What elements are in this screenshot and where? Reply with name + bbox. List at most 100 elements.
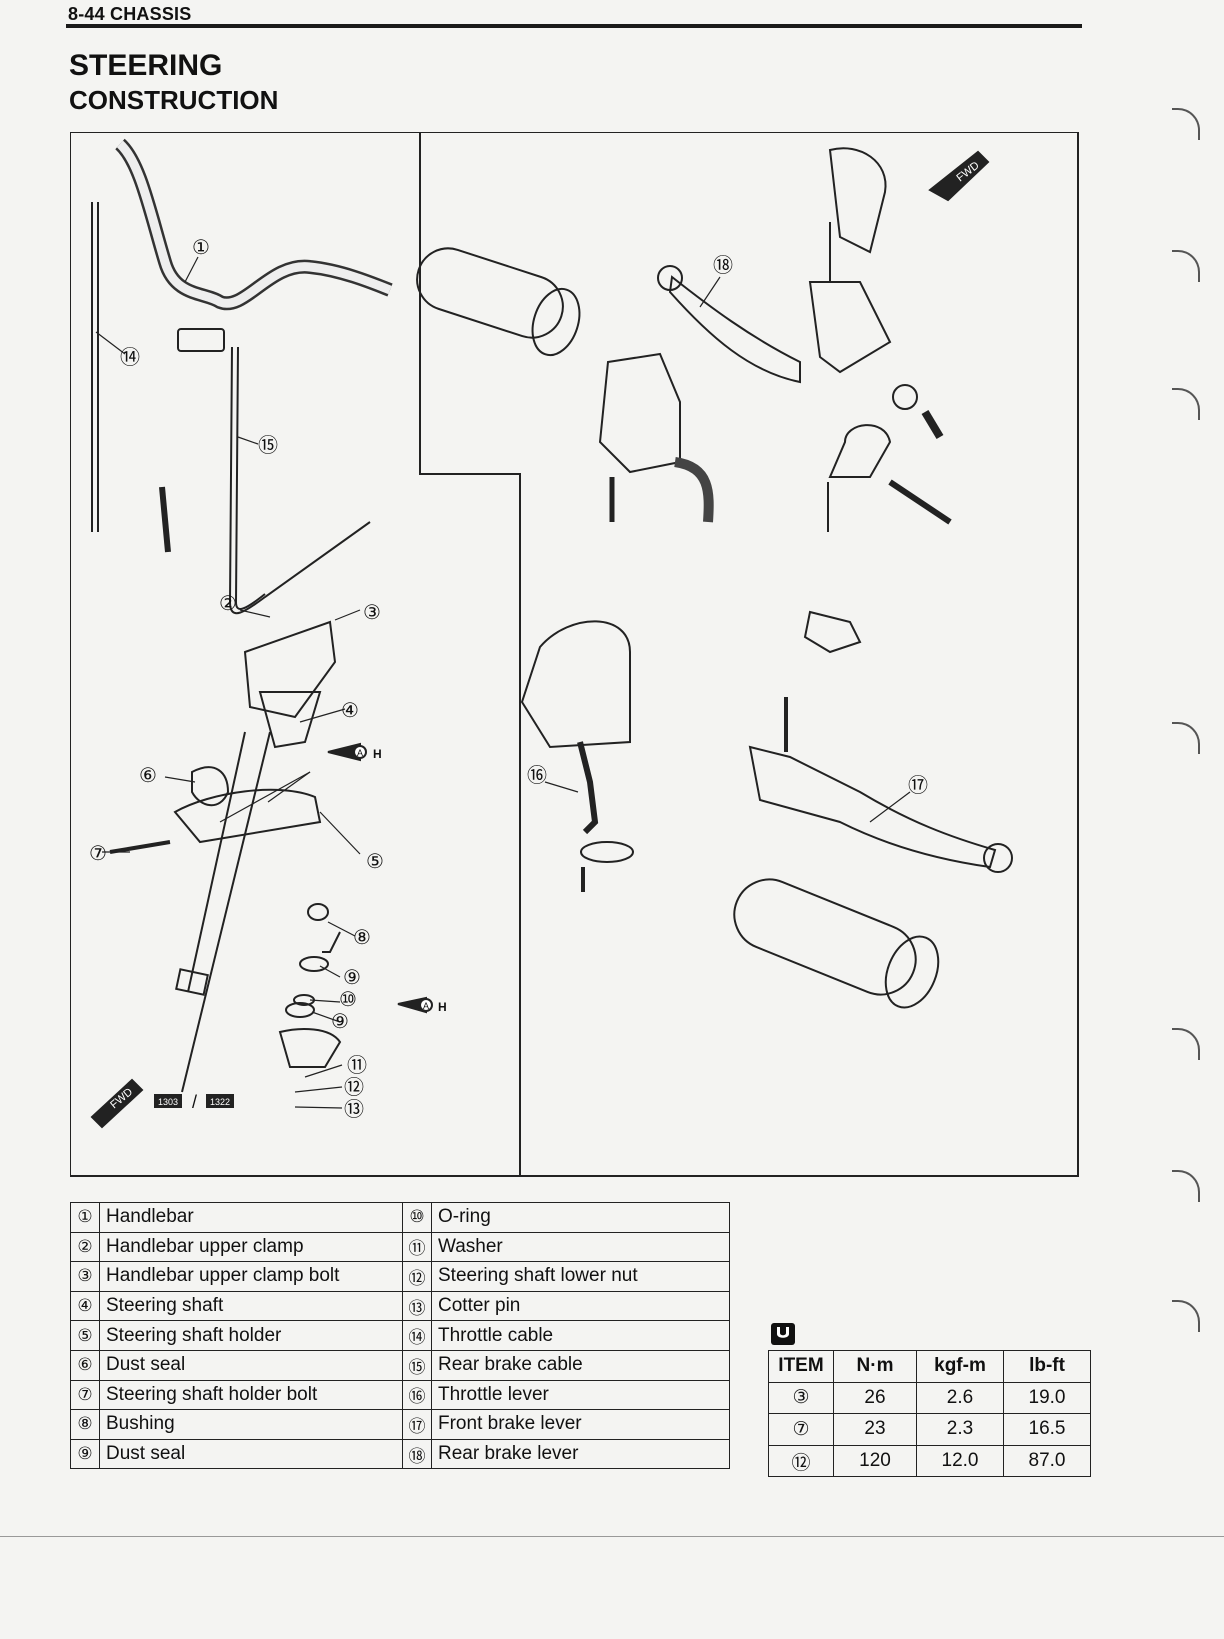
code-separator: / xyxy=(192,1092,197,1112)
part-name: Washer xyxy=(431,1231,730,1263)
part-name: Steering shaft holder bolt xyxy=(99,1379,403,1411)
callout-13: ⑬ xyxy=(344,1098,364,1121)
fwd-arrow-bottom-icon: FWD xyxy=(90,1078,144,1129)
callout-5: ⑤ xyxy=(366,851,384,873)
diagram-divider xyxy=(419,132,521,1176)
code-1303: 1303 xyxy=(158,1097,178,1107)
diagram-frame xyxy=(70,132,1079,1177)
part-number: ⑫ xyxy=(402,1261,432,1292)
grease-symbol-upper-icon: A H xyxy=(327,742,382,762)
front-brake-lever-shape xyxy=(748,745,997,869)
part-number: ⑤ xyxy=(70,1320,100,1351)
part-number: ⑰ xyxy=(402,1409,432,1440)
callout-9a: ⑨ xyxy=(343,967,361,989)
part-number: ④ xyxy=(70,1290,100,1322)
binder-tab xyxy=(1172,1028,1200,1060)
callout-10: ⑩ xyxy=(339,989,357,1011)
torque-kgfm: 2.3 xyxy=(916,1413,1004,1446)
code-1322: 1322 xyxy=(210,1097,230,1107)
part-number: ⑨ xyxy=(70,1438,100,1470)
binder-tab xyxy=(1172,250,1200,282)
part-name: Handlebar upper clamp bolt xyxy=(99,1261,403,1292)
part-number: ⑬ xyxy=(402,1290,432,1322)
left-grip-shape xyxy=(733,878,940,1009)
part-name: Throttle cable xyxy=(431,1320,730,1351)
part-name: Handlebar upper clamp xyxy=(99,1231,403,1263)
part-name: Steering shaft holder xyxy=(99,1320,403,1351)
callout-3: ③ xyxy=(363,602,381,624)
torque-kgfm: 12.0 xyxy=(916,1444,1004,1478)
callout-8: ⑧ xyxy=(353,927,371,949)
part-number: ⑧ xyxy=(70,1409,100,1440)
steering-exploded-diagram: ① ⑭ ⑮ ② ③ ④ ⑥ ⑦ ⑤ ⑧ ⑨ ⑩ ⑨ ⑪ ⑫ ⑬ ⑯ ⑰ ⑱ FW… xyxy=(70,132,1079,1177)
callout-18: ⑱ xyxy=(713,254,733,277)
cable-tie-shape xyxy=(159,486,171,553)
part-number: ⑱ xyxy=(402,1438,432,1470)
callout-14: ⑭ xyxy=(120,346,140,369)
callout-4: ④ xyxy=(341,700,359,722)
callout-11: ⑪ xyxy=(347,1054,367,1077)
grease-label-lower: A xyxy=(423,1001,429,1011)
callout-6: ⑥ xyxy=(139,765,157,787)
holder-bolt-shape xyxy=(109,840,171,854)
rear-brake-lever-shape xyxy=(668,275,801,384)
torque-kgfm: 2.6 xyxy=(916,1381,1004,1415)
grease-symbol-lower-icon: A H xyxy=(397,996,447,1014)
lower-holder-shape xyxy=(278,1028,342,1068)
fwd-arrow-top-icon: FWD xyxy=(928,150,990,202)
part-name: Dust seal xyxy=(99,1349,403,1381)
part-number: ① xyxy=(70,1202,100,1233)
steering-shaft-holder-shape xyxy=(173,788,322,844)
torque-header-kgfm: kgf-m xyxy=(916,1350,1004,1383)
callout-16: ⑯ xyxy=(527,764,547,787)
callout-7: ⑦ xyxy=(89,843,107,865)
section-subtitle: CONSTRUCTION xyxy=(69,85,279,115)
torque-nm: 120 xyxy=(833,1444,917,1478)
binder-tab xyxy=(1172,388,1200,420)
part-name: Bushing xyxy=(99,1409,403,1440)
handlebar-inner xyxy=(116,140,392,308)
torque-lbft: 87.0 xyxy=(1003,1444,1091,1478)
handlebar-upper-clamp-shape xyxy=(243,620,337,719)
part-name: Front brake lever xyxy=(431,1409,730,1440)
binder-tab xyxy=(1172,1170,1200,1202)
part-name: O-ring xyxy=(431,1202,730,1233)
part-name: Rear brake cable xyxy=(431,1349,730,1381)
torque-nm: 23 xyxy=(833,1413,917,1446)
part-name: Cotter pin xyxy=(431,1290,730,1322)
part-number: ⑭ xyxy=(402,1320,432,1351)
switch-shape xyxy=(177,328,225,352)
dust-seal-shape xyxy=(191,766,230,807)
right-grip-shape xyxy=(416,247,581,357)
part-name: Dust seal xyxy=(99,1438,403,1470)
throttle-housing-shape xyxy=(598,352,681,474)
binder-tab xyxy=(1172,722,1200,754)
grease-suffix-upper: H xyxy=(373,747,382,761)
callout-2: ② xyxy=(219,593,237,615)
part-number: ⑮ xyxy=(402,1349,432,1381)
rear-brake-cable-shape xyxy=(228,346,371,615)
part-number: ⑩ xyxy=(402,1202,432,1233)
part-number: ③ xyxy=(70,1261,100,1292)
callout-15: ⑮ xyxy=(258,434,278,457)
part-name: Steering shaft lower nut xyxy=(431,1261,730,1292)
torque-item: ③ xyxy=(768,1381,834,1415)
torque-header-lbft: lb-ft xyxy=(1003,1350,1091,1383)
torque-item: ⑦ xyxy=(768,1413,834,1446)
part-name: Steering shaft xyxy=(99,1290,403,1322)
throttle-lever-housing-shape xyxy=(520,620,631,749)
torque-nm: 26 xyxy=(833,1381,917,1415)
binder-tab xyxy=(1172,108,1200,140)
header-rule xyxy=(66,24,1082,28)
callout-9b: ⑨ xyxy=(331,1011,349,1033)
master-cylinder-cap-shape xyxy=(828,147,887,254)
